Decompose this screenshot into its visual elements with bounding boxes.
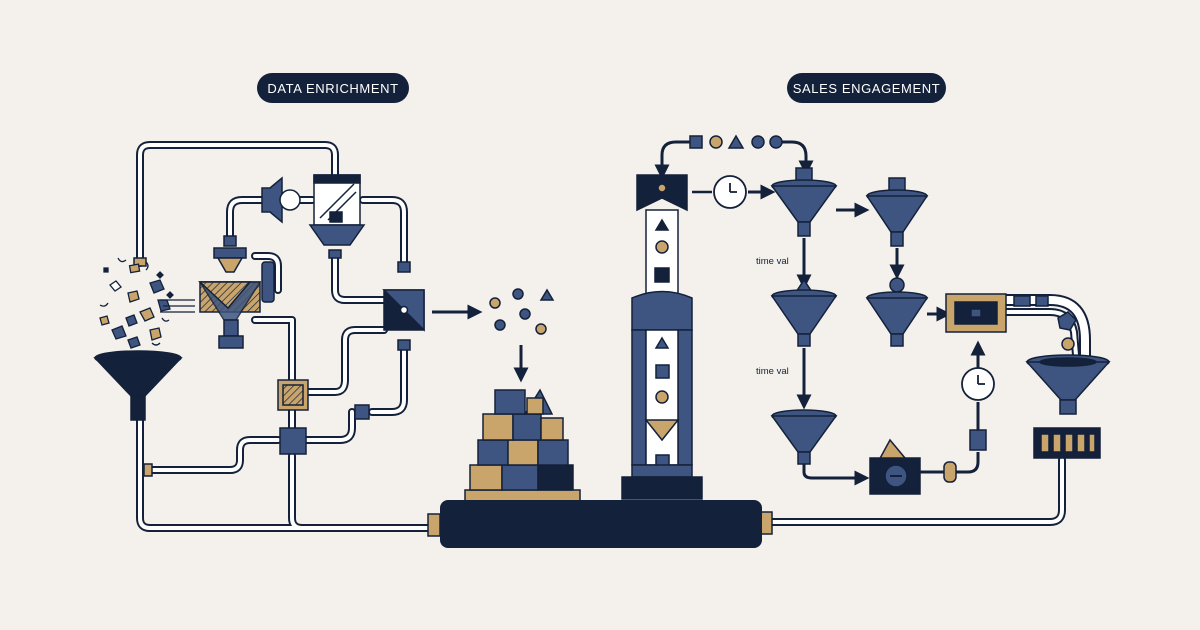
scattered-data-fragments xyxy=(99,257,195,349)
time-val-label: time val xyxy=(756,256,789,267)
engagement-funnel-icon xyxy=(865,277,929,347)
loop-shapes xyxy=(689,134,783,149)
output-particles xyxy=(489,288,555,335)
display-panel-icon xyxy=(945,293,1007,333)
sales-engagement-label: SALES ENGAGEMENT xyxy=(787,73,946,103)
glass-hopper-icon xyxy=(308,174,366,246)
output-funnel-icon xyxy=(1025,354,1111,415)
loop-shapes-right xyxy=(1013,295,1077,351)
valve-top-icon xyxy=(261,176,301,224)
engagement-funnel-icon xyxy=(770,409,838,465)
mixing-cone-icon xyxy=(198,247,275,349)
engagement-funnel-icon xyxy=(770,167,838,237)
output-tray-icon xyxy=(1033,427,1101,459)
arrow-to-machine xyxy=(802,464,870,486)
engagement-funnel-icon xyxy=(865,177,929,247)
pipe-network-left xyxy=(136,141,1091,532)
hatched-junction-icon xyxy=(277,379,309,455)
top-loop-arrow xyxy=(654,140,814,180)
tower-conveyor-icon xyxy=(621,174,703,500)
engagement-funnel-icon xyxy=(770,278,838,347)
data-enrichment-label: DATA ENRICHMENT xyxy=(257,73,409,103)
pipe-couplings xyxy=(133,235,773,537)
clock-icon xyxy=(961,367,995,401)
pipe-coupling xyxy=(943,461,957,483)
time-val-label: time val xyxy=(756,366,789,377)
processing-machine-icon xyxy=(869,438,921,495)
pipe-coupling xyxy=(969,429,987,451)
base-platform-icon xyxy=(440,500,762,548)
connector-line xyxy=(956,452,980,474)
input-funnel-icon xyxy=(93,350,183,421)
clock-icon xyxy=(713,175,747,209)
crosshair-junction-icon xyxy=(382,289,425,332)
stacked-blocks-icon xyxy=(464,388,581,503)
